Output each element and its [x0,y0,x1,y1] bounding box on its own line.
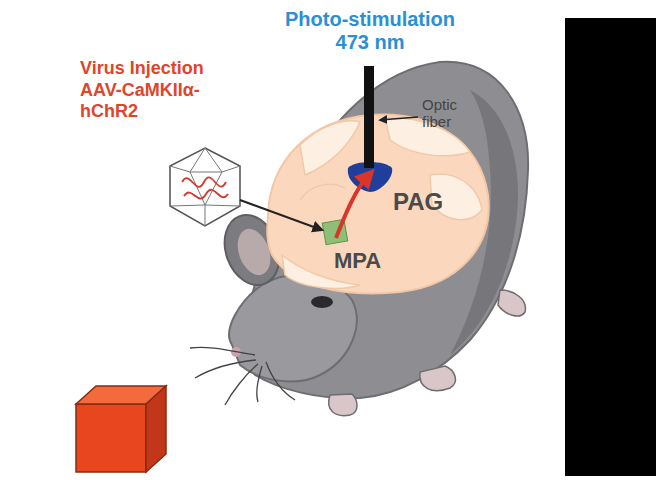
brain-outline [267,114,488,293]
leader-line [380,117,418,120]
virus-icon [170,148,240,226]
red-cube [76,386,166,472]
region-label: MPA [334,248,414,273]
injection-label: Virus Injection [80,58,240,79]
mouse-body [190,62,528,416]
optic-fiber [364,66,374,168]
region-label: PAG [393,188,473,216]
fiber-label: Optic fiber [422,96,482,131]
injection-arrow [240,200,322,230]
stimulation-label: Photo-stimulation 473 nm [270,8,470,54]
black-panel [565,18,656,476]
virus-name: AAV-CaMKIIα-hChR2 [80,80,220,121]
projection-arrow [336,176,368,238]
